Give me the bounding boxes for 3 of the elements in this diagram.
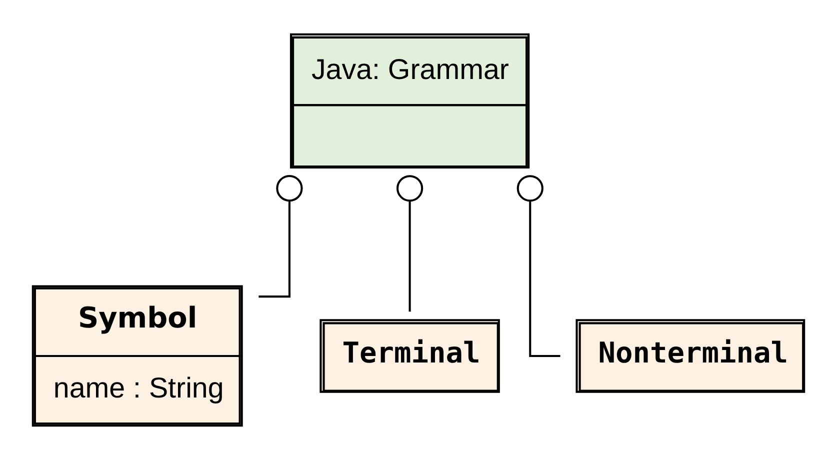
connector: [258, 175, 303, 298]
connector: [396, 175, 424, 312]
connector: [516, 175, 560, 357]
